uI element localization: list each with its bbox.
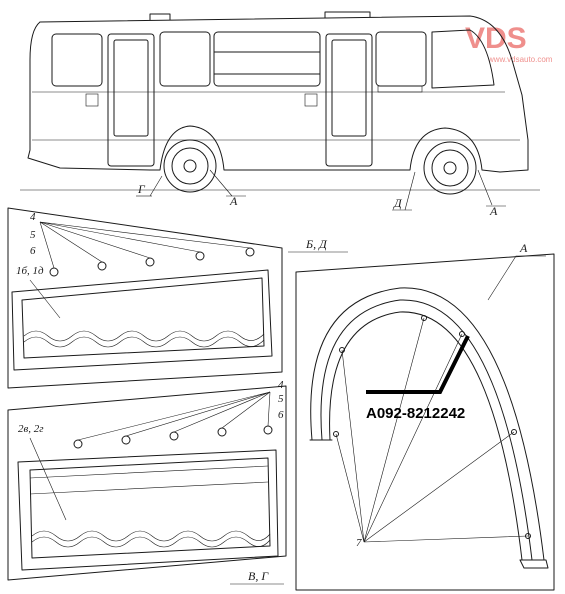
sign-mid <box>304 93 318 107</box>
panel-a-frame <box>295 253 555 591</box>
bus-side-view: Г А Д А <box>20 11 540 218</box>
rear-wheel <box>163 139 217 193</box>
fasteners-bd <box>49 247 255 277</box>
window-2 <box>213 31 321 87</box>
side-badge <box>377 85 423 93</box>
trim-bd-wave-2 <box>23 336 265 348</box>
bus-underside <box>149 125 501 173</box>
front-wheel <box>423 141 477 195</box>
trim-vg-inner <box>29 457 271 559</box>
trim-bd-wave-1 <box>23 330 265 342</box>
window-1 <box>159 31 211 87</box>
middle-door <box>325 33 373 167</box>
screws-a <box>333 315 531 539</box>
leader-a-rear <box>209 169 233 197</box>
leaders-7 <box>335 317 529 543</box>
label-detail-a: А <box>519 241 528 255</box>
panel-vg-frame <box>7 385 287 581</box>
window-front <box>431 29 495 89</box>
label-4b: 4 <box>278 379 284 391</box>
arch-inner <box>329 311 523 561</box>
detail-panel-bd: 4 5 6 1б, 1д Б, Д <box>7 207 348 389</box>
trim-vg-channel <box>29 465 269 495</box>
trim-vg-outer <box>17 449 279 571</box>
detail-panel-vg: 4 5 6 2в, 2г В, Г <box>7 379 287 585</box>
watermark-brand: VDS <box>465 22 527 55</box>
label-6b: 6 <box>278 409 284 421</box>
window-2-pane <box>213 51 321 75</box>
label-5a: 5 <box>30 229 36 241</box>
label-5b: 5 <box>278 393 284 405</box>
vds-logo: VDS www.vdsauto.com <box>465 22 553 64</box>
part-number-leader <box>366 335 470 394</box>
bus-rear <box>27 21 151 171</box>
leaders-bd <box>39 221 251 269</box>
trim-bd-inner <box>21 277 265 359</box>
label-4a: 4 <box>30 211 36 223</box>
watermark-url: www.vdsauto.com <box>487 55 553 64</box>
label-7: 7 <box>356 537 362 549</box>
label-detail-vg: В, Г <box>248 569 269 583</box>
middle-door-glass <box>331 39 367 137</box>
arch-mid <box>320 299 533 561</box>
label-2v2g: 2в, 2г <box>18 423 44 435</box>
arch-ends <box>309 439 549 569</box>
trim-vg-wave-2 <box>31 536 271 548</box>
roof-hatches <box>149 11 371 21</box>
label-d: Д <box>393 196 403 210</box>
leader-2v2g <box>29 437 67 521</box>
label-6a: 6 <box>30 245 36 257</box>
detail-panel-a: 7 A092-8212242 А <box>295 241 555 591</box>
part-number: A092-8212242 <box>366 405 465 422</box>
label-a-rear: А <box>229 194 238 208</box>
label-1b1d: 1б, 1д <box>16 265 44 277</box>
rear-door-glass <box>113 39 149 137</box>
rear-door <box>107 33 155 167</box>
leader-a-front <box>477 169 493 206</box>
arch-outer <box>310 287 545 561</box>
leaders-vg <box>77 391 271 441</box>
trim-vg-wave-1 <box>31 530 271 542</box>
label-g: Г <box>137 182 146 196</box>
leader-d <box>404 171 416 211</box>
fasteners-vg <box>73 425 273 449</box>
leader-detail-a <box>487 255 546 301</box>
trim-bd-outer <box>11 269 273 371</box>
window-rear <box>51 33 103 87</box>
bus-roof <box>39 15 529 173</box>
label-a-front: А <box>489 204 498 218</box>
label-detail-bd: Б, Д <box>305 237 328 251</box>
panel-bd-frame <box>7 207 283 389</box>
leader-1b1d <box>29 279 61 319</box>
sign-rear <box>85 93 99 107</box>
leader-g <box>149 175 163 197</box>
window-3 <box>375 31 427 87</box>
